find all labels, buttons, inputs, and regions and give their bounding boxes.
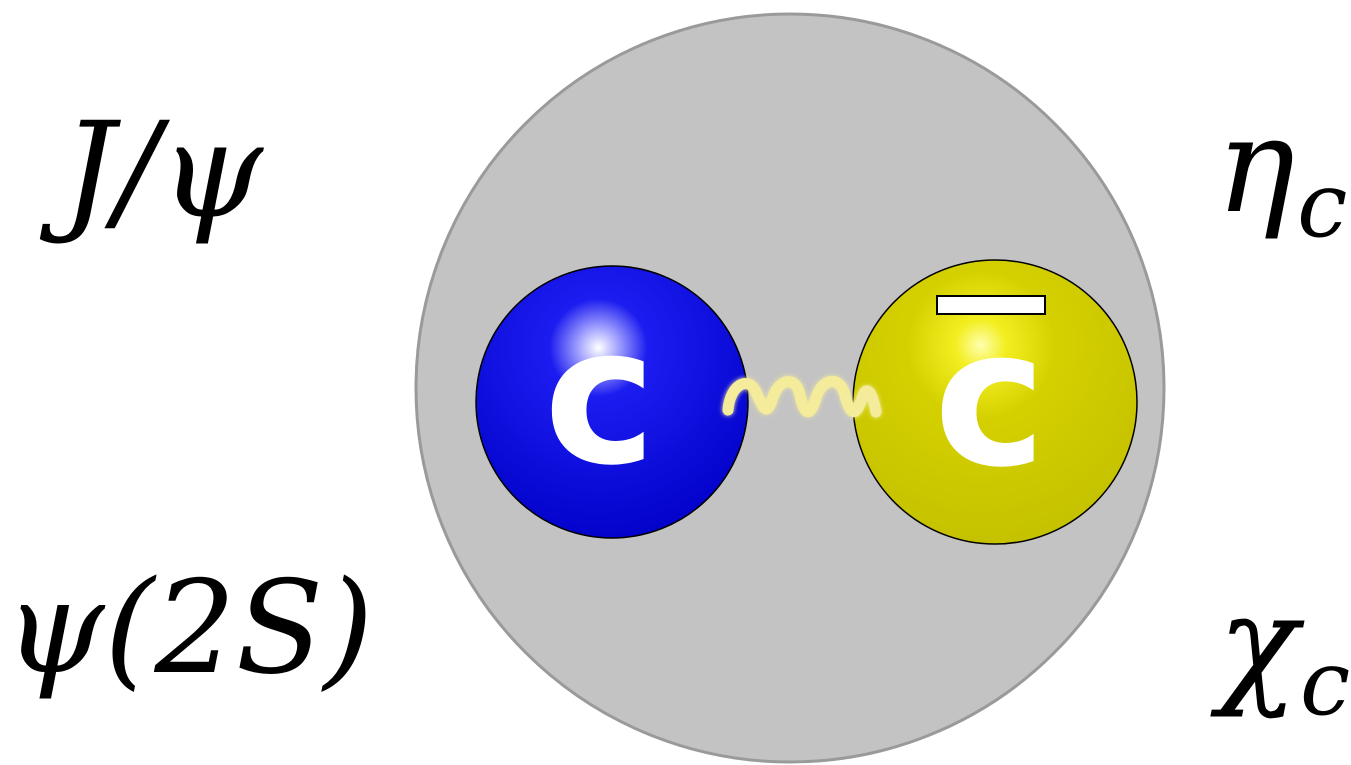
quark-letter: c [544, 286, 657, 507]
etac-label-sub: c [1297, 154, 1347, 258]
jpsi-label: J/ψ [62, 105, 263, 237]
chic-label-sub: c [1300, 632, 1350, 736]
chic-label-base: χ [1218, 567, 1298, 721]
chic-label: χc [1218, 578, 1350, 710]
psi2s-label: ψ(2S) [4, 565, 373, 693]
etac-label-base: η [1216, 89, 1295, 243]
anticharm-quark: c [853, 260, 1137, 544]
psi2s-label-text: ψ(2S) [4, 554, 373, 703]
etac-label: ηc [1216, 100, 1347, 232]
jpsi-label-text: J/ψ [62, 94, 263, 248]
antiquark-letter: c [934, 288, 1047, 509]
charm-quark: c [476, 266, 748, 538]
